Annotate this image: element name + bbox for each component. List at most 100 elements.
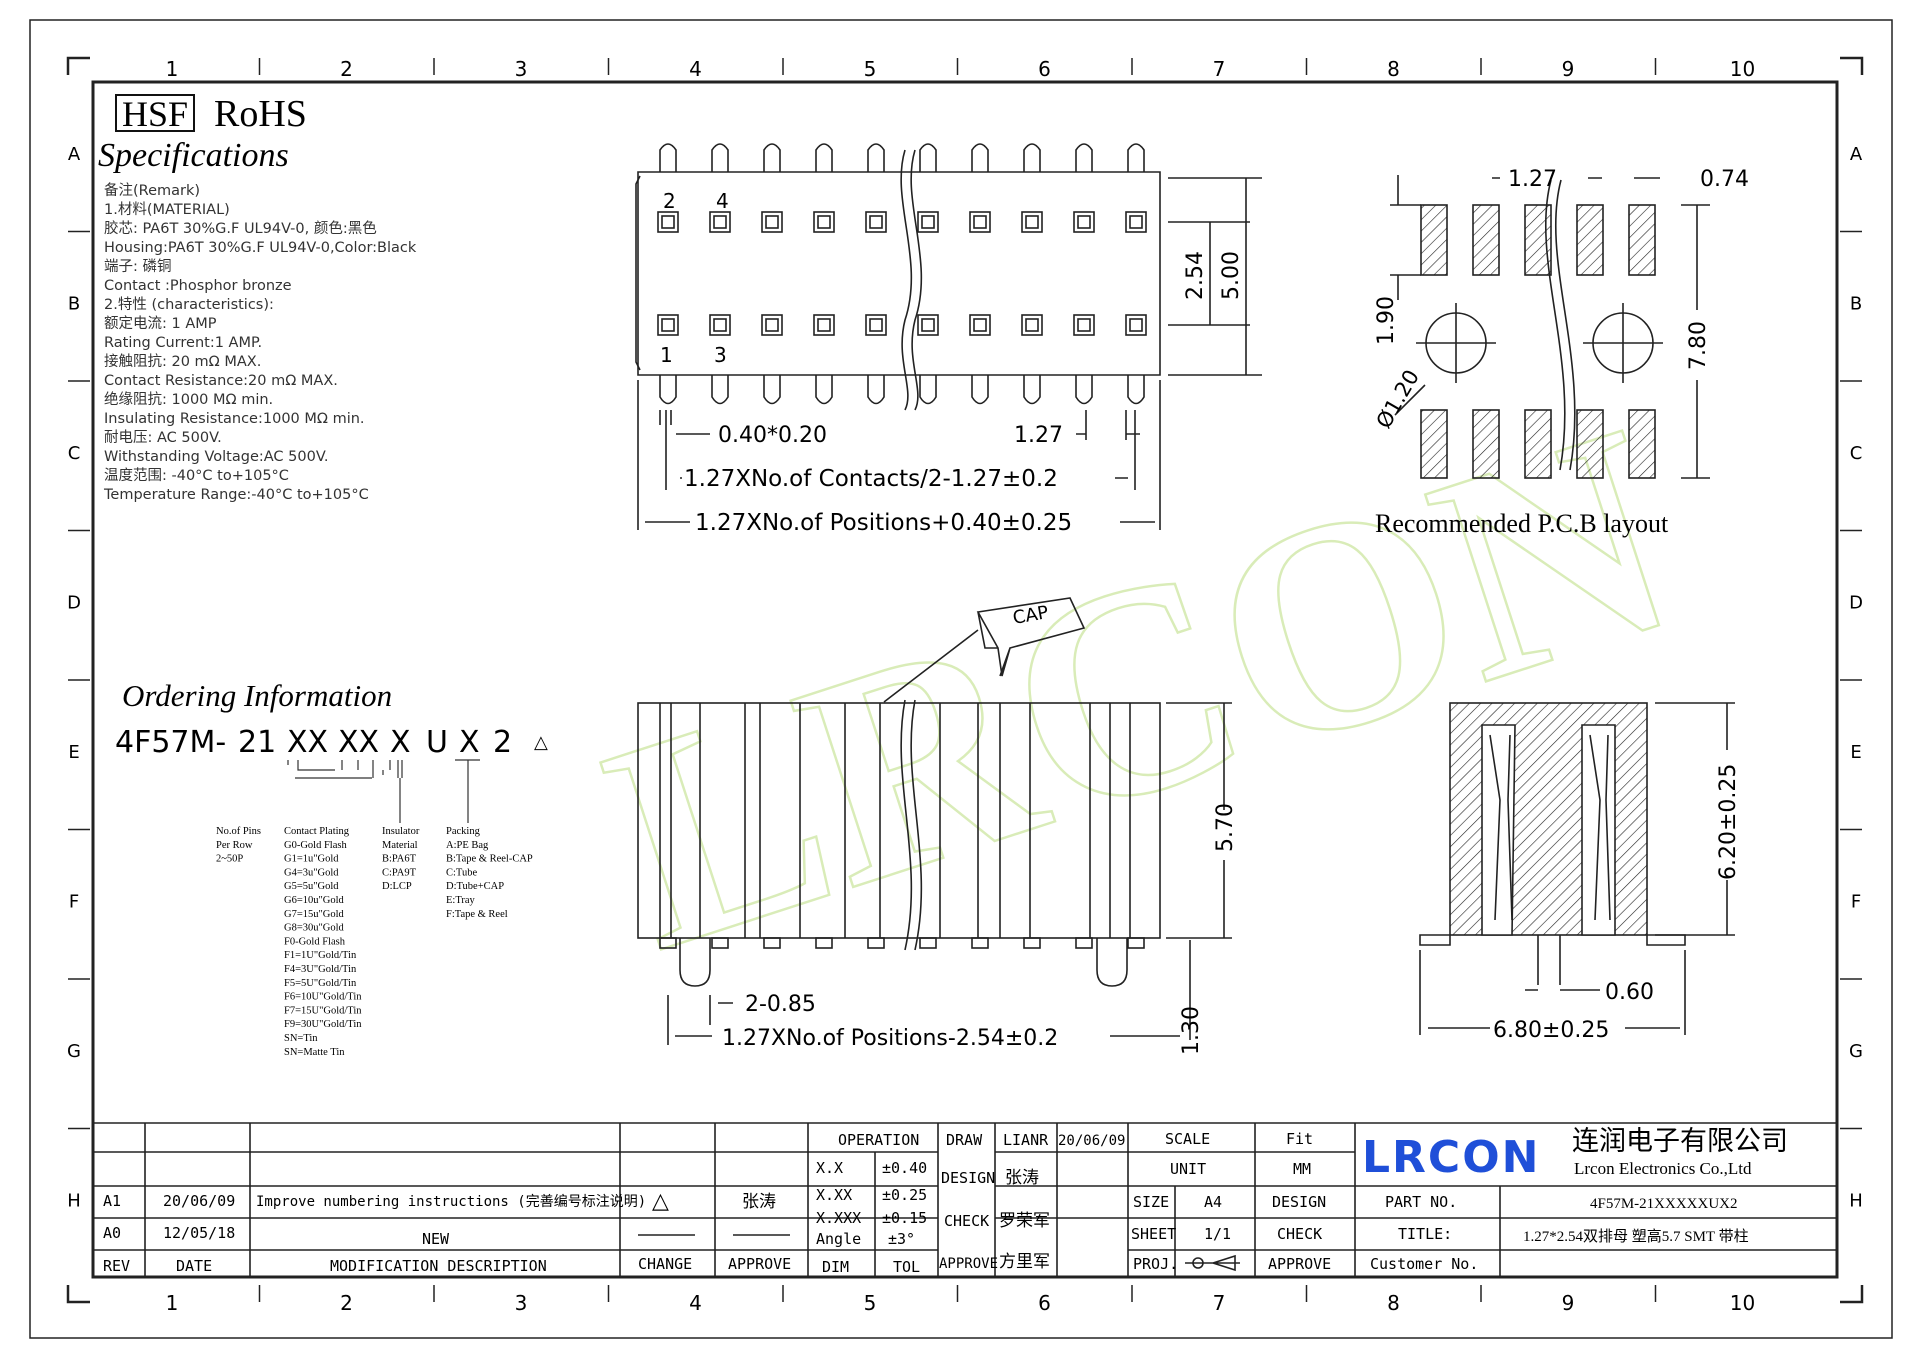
part-code-segment: 2 [493,725,512,760]
ordering-option: F0-Gold Flash [284,936,346,947]
grid-col-3: 3 [515,1291,528,1315]
grid-row-F: F [1851,892,1861,913]
grid-col-4: 4 [689,1291,702,1315]
dim-2-54: 2.54 [1183,251,1208,300]
operation-label: OPERATION [838,1131,919,1149]
draw-date: 20/06/09 [1058,1133,1125,1149]
design-label: DESIGN [941,1169,995,1187]
sheet-value: 1/1 [1204,1225,1231,1243]
grid-row-A: A [1850,144,1863,165]
grid-row-H: H [1849,1191,1863,1212]
dim-positions-minus: 1.27XNo.of Positions-2.54±0.2 [722,1026,1058,1051]
grid-row-D: D [67,593,81,614]
part-code-segment: 4F57M- [115,725,226,760]
approve-label: APPROVE [939,1256,998,1272]
ordering-title: Ordering Information [122,678,392,713]
part-code-segment: XX [338,725,379,760]
spec-line: 温度范围: -40°C to+105°C [104,467,289,484]
draw-name: LIANR [1003,1131,1049,1149]
title-label: TITLE: [1398,1225,1452,1243]
ordering-option: G8=30u"Gold [284,923,345,934]
tol-xx: X.X [816,1159,843,1177]
tol-xxx: X.XX [816,1186,852,1204]
grid-row-B: B [68,294,80,315]
dim-5-00: 5.00 [1219,251,1244,300]
pcb-caption: Recommended P.C.B layout [1375,509,1669,538]
grid-col-4: 4 [689,57,702,81]
spec-line: 耐电压: AC 500V. [104,429,222,446]
approve-a1: 张涛 [742,1192,776,1212]
grid-col-6: 6 [1038,57,1051,81]
spec-line: Housing:PA6T 30%G.F UL94V-0,Color:Black [104,240,417,256]
part-code-segment: U [426,725,448,760]
ordering-option: B:Tape & Reel-CAP [446,854,533,865]
proj-label: PROJ. [1133,1255,1178,1273]
tol-xxxx: X.XXX [816,1209,861,1227]
grid-row-C: C [1850,443,1863,464]
specifications-title: Specifications [98,137,289,174]
title-block [93,1122,1837,1277]
ordering-option: Contact Plating [284,826,350,837]
grid-row-C: C [68,443,81,464]
grid-col-8: 8 [1387,1291,1400,1315]
grid-col-2: 2 [340,1291,353,1315]
modification-header: MODIFICATION DESCRIPTION [330,1257,547,1275]
customer-no-label: Customer No. [1370,1255,1478,1273]
grid-row-D: D [1849,593,1863,614]
ordering-option: F:Tape & Reel [446,909,508,920]
company-logo: LRCON [1362,1132,1540,1183]
ordering-option: D:Tube+CAP [446,881,504,892]
draw-label: DRAW [946,1131,983,1149]
size-value: A4 [1204,1193,1222,1211]
grid-col-1: 1 [166,57,179,81]
ordering-option: Per Row [216,840,253,851]
projection-symbol [1185,1254,1240,1272]
company-name-cn: 连润电子有限公司 [1572,1126,1788,1157]
grid-col-6: 6 [1038,1291,1051,1315]
grid-row-G: G [67,1041,81,1062]
spec-list: 备注(Remark)1.材料(MATERIAL)胶芯: PA6T 30%G.F … [103,182,417,503]
grid-col-3: 3 [515,57,528,81]
tol-angle: Angle [816,1230,861,1248]
tol-label: TOL [893,1258,920,1276]
grid-row-B: B [1850,294,1862,315]
grid-col-8: 8 [1387,57,1400,81]
grid-col-2: 2 [340,57,353,81]
dim-5-70: 5.70 [1213,803,1238,852]
scale-value: Fit [1286,1130,1313,1148]
company-name-en: Lrcon Electronics Co.,Ltd [1574,1159,1752,1178]
size-label: SIZE [1133,1193,1169,1211]
spec-line: 额定电流: 1 AMP [104,315,217,332]
dim-label: DIM [822,1258,849,1276]
part-code-segment: 21 [238,725,276,760]
ordering-option: F5=5U"Gold/Tin [284,978,357,989]
revision-triangle: △ [534,732,548,753]
hsf-label: HSF [122,94,188,134]
grid-row-G: G [1849,1041,1863,1062]
change-header: CHANGE [638,1255,692,1273]
sheet-label: SHEET [1131,1225,1176,1243]
ordering-option: G0-Gold Flash [284,840,347,851]
tol-angle-val: ±3° [888,1230,915,1248]
top-view [635,143,1262,530]
grid-row-A: A [68,144,81,165]
spec-line: Insulating Resistance:1000 MΩ min. [104,411,365,427]
front-view [637,597,1232,1045]
unit-value: MM [1293,1160,1311,1178]
check-label: CHECK [944,1212,989,1230]
tol-xxxx-val: ±0.15 [882,1209,927,1227]
ordering-option: B:PA6T [382,854,417,865]
spec-line: 绝缘阻抗: 1000 MΩ min. [104,391,273,408]
part-code-segment: X [459,725,480,760]
date-a1: 20/06/09 [163,1192,235,1210]
ordering-option: SN=Matte Tin [284,1047,345,1058]
dim-2-0-85: 2-0.85 [745,992,816,1017]
spec-line: Temperature Range:-40°C to+105°C [103,487,369,503]
dim-pin-size: 0.40*0.20 [718,423,827,448]
ordering-option: C:Tube [446,867,477,878]
change-a1-triangle: △ [652,1189,669,1214]
